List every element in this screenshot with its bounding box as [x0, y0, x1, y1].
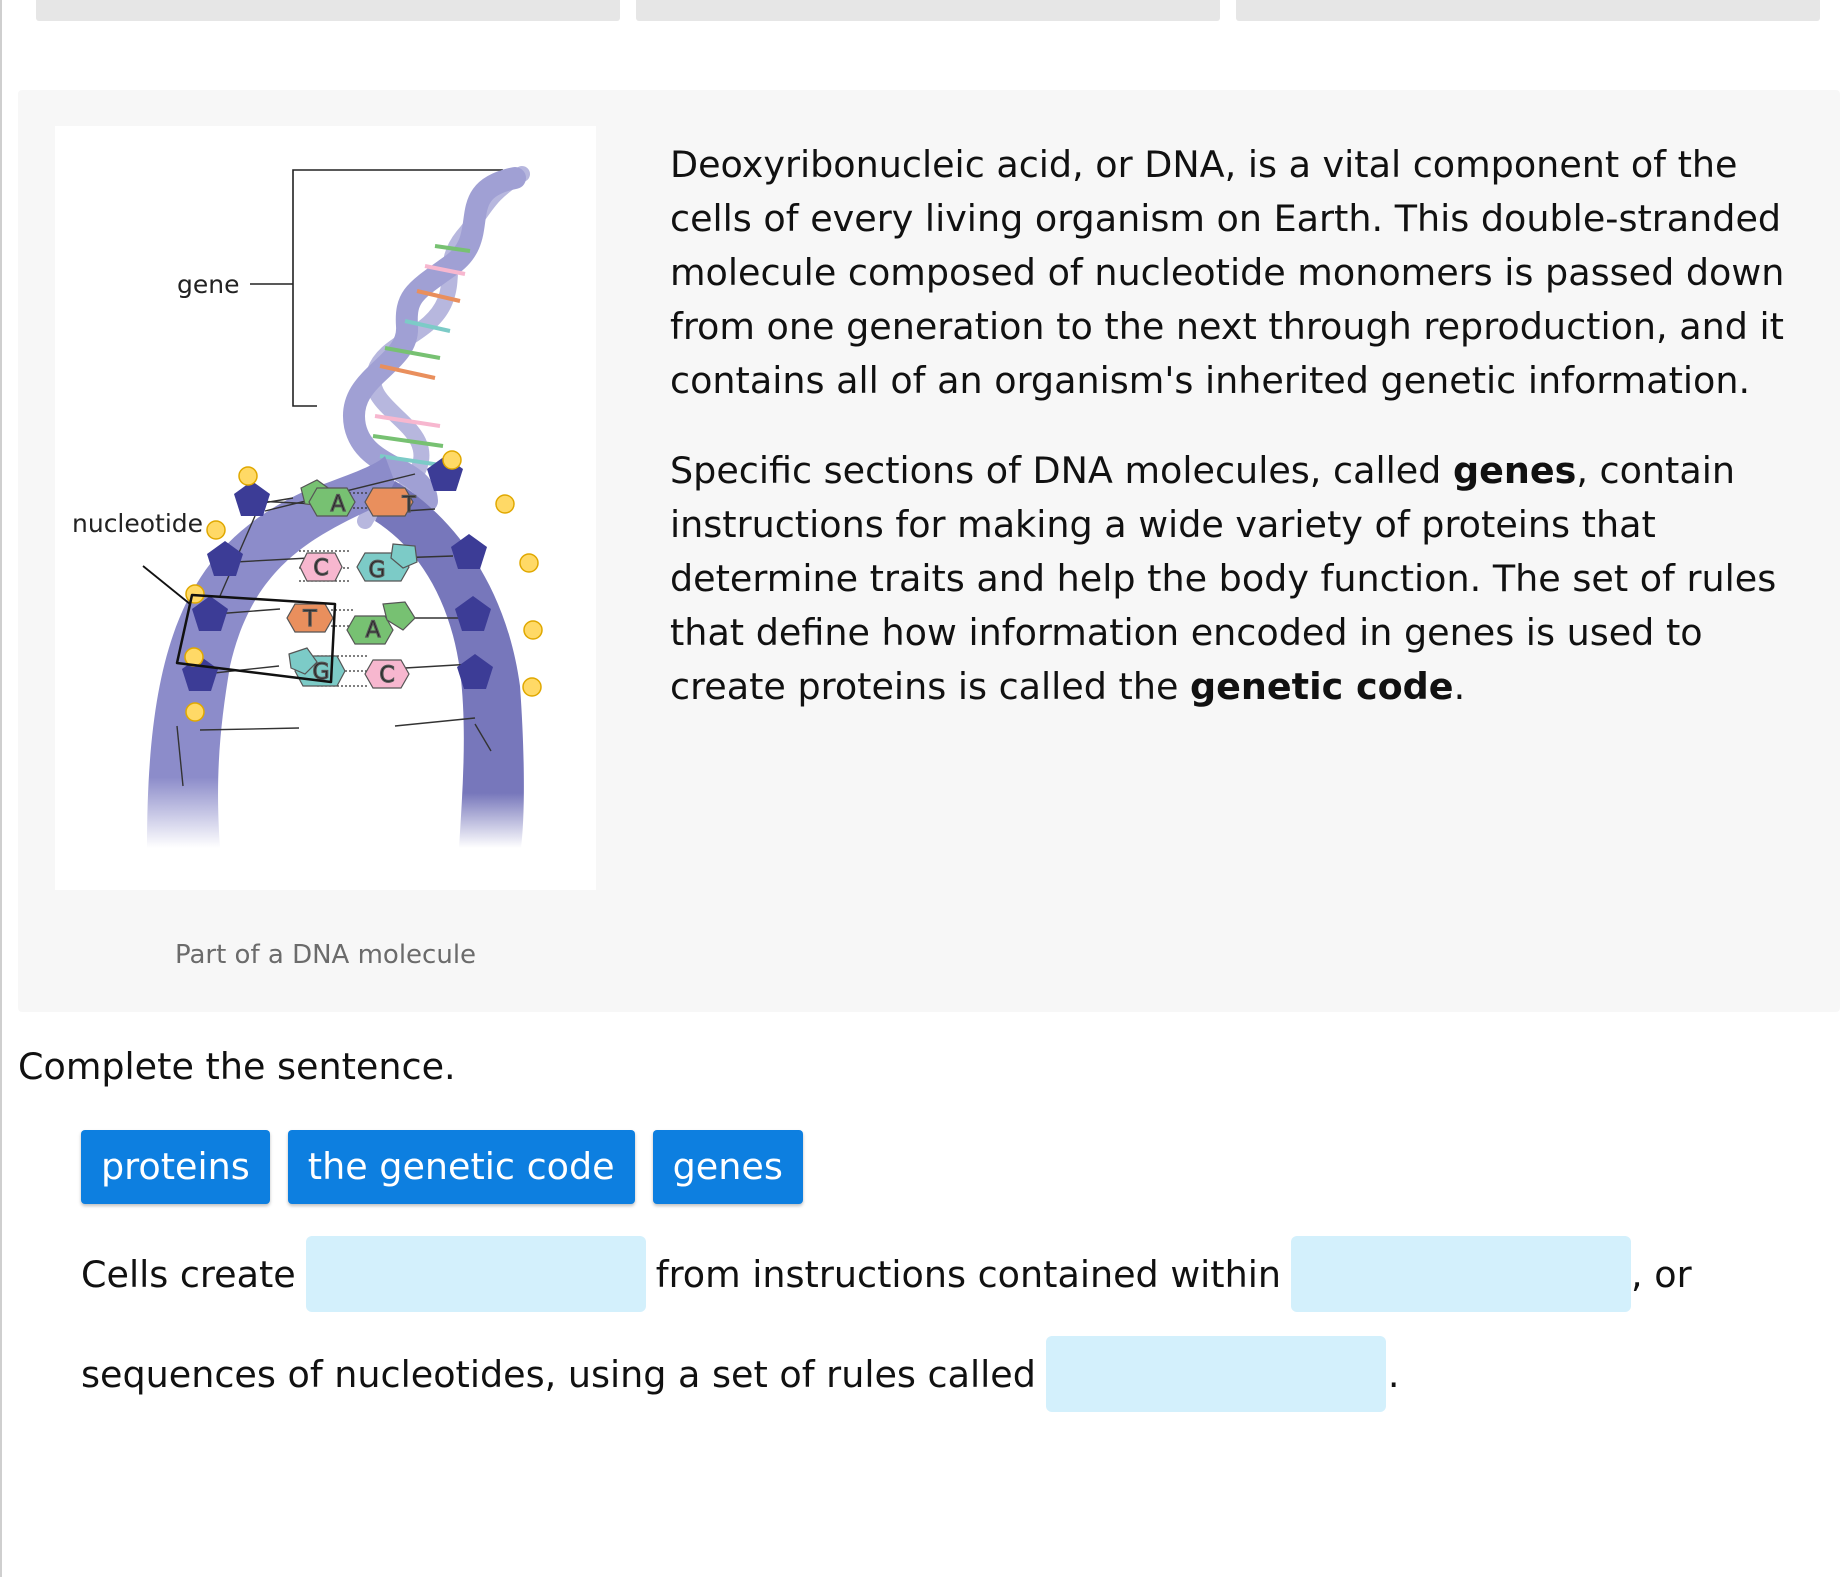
phosphate-10 — [522, 677, 542, 697]
answer-blank-3[interactable] — [1045, 1336, 1386, 1412]
phosphate-1 — [238, 466, 258, 486]
passage-p2-text-b: , contain instructions for making a wide… — [670, 449, 1777, 708]
passage-p2-text-c: . — [1453, 665, 1466, 708]
sentence-line-1: Cells create from instructions contained… — [81, 1236, 1692, 1312]
passage-paragraph-2: Specific sections of DNA molecules, call… — [670, 444, 1810, 714]
left-backbone — [147, 456, 400, 848]
passage-panel: gene — [18, 90, 1840, 1012]
base-pair-3-left: T — [302, 607, 317, 632]
sugar-8 — [457, 654, 493, 689]
answer-blank-1[interactable] — [305, 1236, 646, 1312]
question-instruction: Complete the sentence. — [18, 1045, 456, 1088]
phosphate-6 — [442, 450, 462, 470]
word-chip-genes[interactable]: genes — [652, 1130, 803, 1204]
right-backbone — [375, 481, 524, 848]
phosphate-2 — [206, 520, 226, 540]
sentence-part-5: . — [1387, 1352, 1400, 1396]
sentence-part-3: , or — [1631, 1252, 1692, 1296]
passage-paragraph-1: Deoxyribonucleic acid, or DNA, is a vita… — [670, 143, 1785, 402]
sugar-7 — [455, 596, 491, 631]
base-pair-3-right: A — [365, 618, 380, 643]
top-tab-2[interactable] — [636, 0, 1220, 21]
base-pair-1-left: A — [330, 492, 345, 517]
sugar-2 — [207, 541, 243, 576]
page-left-border — [0, 0, 2, 1577]
answer-blank-2[interactable] — [1291, 1236, 1632, 1312]
phosphate-9 — [523, 620, 543, 640]
term-genetic-code: genetic code — [1190, 665, 1454, 708]
word-bank: proteins the genetic code genes — [81, 1130, 803, 1204]
phosphate-8 — [519, 553, 539, 573]
dna-diagram: gene — [72, 166, 543, 848]
sentence-part-2: from instructions contained within — [655, 1252, 1282, 1296]
dna-figure: gene — [55, 126, 596, 890]
nucleotide-highlight — [142, 565, 337, 684]
word-chip-proteins[interactable]: proteins — [81, 1130, 270, 1204]
sugar-6 — [451, 534, 487, 569]
phosphate-5 — [185, 702, 205, 722]
gene-bracket — [250, 169, 503, 407]
sentence-part-4: sequences of nucleotides, using a set of… — [81, 1352, 1036, 1396]
base-pair-2-left: C — [313, 556, 328, 581]
base-pair-4-right: C — [379, 663, 394, 688]
top-tab-3[interactable] — [1236, 0, 1820, 21]
word-chip-the-genetic-code[interactable]: the genetic code — [287, 1130, 635, 1204]
phosphate-7 — [495, 494, 515, 514]
gene-label: gene — [177, 270, 239, 299]
sentence-part-1: Cells create — [81, 1252, 296, 1296]
nucleotide-label: nucleotide — [72, 509, 203, 538]
passage-text: Deoxyribonucleic acid, or DNA, is a vita… — [670, 138, 1810, 750]
figure-caption: Part of a DNA molecule — [174, 940, 477, 970]
base-pair-1-right: T — [401, 493, 416, 518]
base-pair-2-right: G — [368, 558, 385, 583]
term-genes: genes — [1452, 449, 1577, 492]
sugar-3 — [192, 596, 228, 631]
top-toolbar — [36, 0, 1820, 21]
sugar-1 — [234, 481, 270, 516]
top-tab-1[interactable] — [36, 0, 620, 21]
passage-p2-text-a: Specific sections of DNA molecules, call… — [670, 449, 1453, 492]
upper-helix — [343, 166, 530, 529]
sentence-line-2: sequences of nucleotides, using a set of… — [81, 1336, 1400, 1412]
